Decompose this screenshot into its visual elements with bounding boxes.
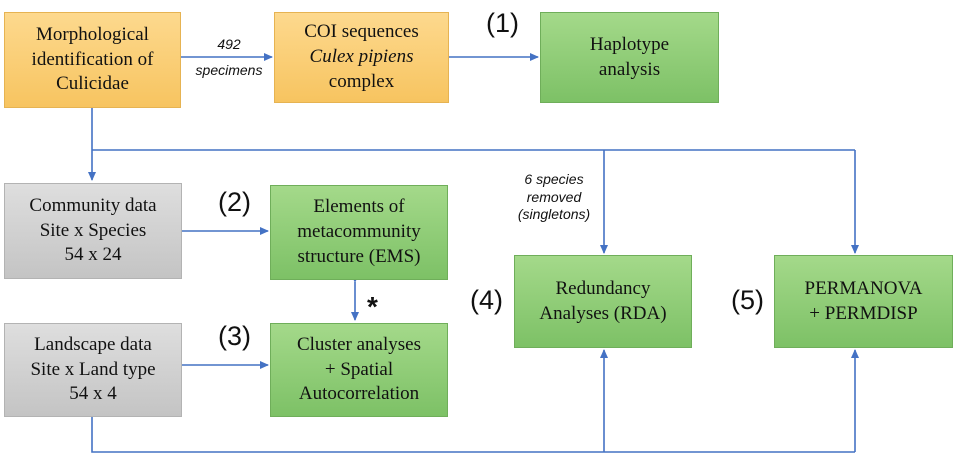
permanova-line-2: + PERMDISP [809, 302, 918, 324]
landscape-line-1: Landscape data [34, 333, 152, 355]
removed-line-1: 6 species [524, 171, 584, 187]
coi-line-2-species: Culex pipiens [309, 46, 414, 68]
ems-box: Elements of metacommunity structure (EMS… [270, 185, 448, 280]
coi-sequences-box: COI sequences Culex pipiens complex [274, 12, 449, 103]
step-label-1: (1) [486, 8, 519, 38]
community-line-3: 54 x 24 [64, 244, 122, 266]
landscape-data-box: Landscape data Site x Land type 54 x 4 [4, 323, 182, 417]
haplotype-line-2: analysis [598, 58, 661, 80]
cluster-line-3: Autocorrelation [298, 383, 420, 405]
step-label-3: (3) [218, 321, 251, 351]
haplotype-line-1: Haplotype [589, 33, 670, 55]
cluster-line-1: Cluster analyses [296, 333, 421, 355]
asterisk-mark: * [367, 291, 378, 322]
community-line-1: Community data [29, 194, 157, 216]
landscape-line-3: 54 x 4 [69, 383, 117, 405]
coi-line-1: COI sequences [304, 21, 419, 43]
specimens-count: 492 [217, 36, 241, 52]
landscape-line-2: Site x Land type [30, 358, 156, 380]
removed-line-3: (singletons) [517, 206, 591, 222]
coi-line-3: complex [328, 70, 395, 92]
rda-line-2: Analyses (RDA) [539, 302, 667, 324]
cluster-analyses-box: Cluster analyses + Spatial Autocorrelati… [270, 323, 448, 417]
permanova-line-1: PERMANOVA [804, 277, 923, 299]
haplotype-analysis-box: Haplotype analysis [540, 12, 719, 103]
ems-line-3: structure (EMS) [297, 245, 421, 267]
bus-line-bottom [91, 416, 855, 453]
species-removed-annotation: 6 species removed (singletons) [504, 171, 604, 224]
rda-line-1: Redundancy [555, 277, 651, 299]
specimens-word: specimens [195, 61, 263, 78]
removed-line-2: removed [526, 188, 582, 205]
morph-line-3: Culicidae [56, 73, 129, 95]
permanova-box: PERMANOVA + PERMDISP [774, 255, 953, 348]
cluster-line-2: + Spatial [324, 358, 394, 380]
morph-line-1: Morphological [36, 23, 149, 45]
ems-line-1: Elements of [313, 196, 405, 218]
community-data-box: Community data Site x Species 54 x 24 [4, 183, 182, 279]
step-label-4: (4) [470, 285, 503, 315]
community-line-2: Site x Species [39, 219, 147, 241]
rda-box: Redundancy Analyses (RDA) [514, 255, 692, 348]
morphological-identification-box: Morphological identification of Culicida… [4, 12, 181, 108]
ems-line-2: metacommunity [297, 221, 421, 243]
specimens-annotation: 492 specimens [188, 36, 270, 79]
step-label-2: (2) [218, 187, 251, 217]
step-label-5: (5) [731, 285, 764, 315]
morph-line-2: identification of [31, 48, 154, 70]
